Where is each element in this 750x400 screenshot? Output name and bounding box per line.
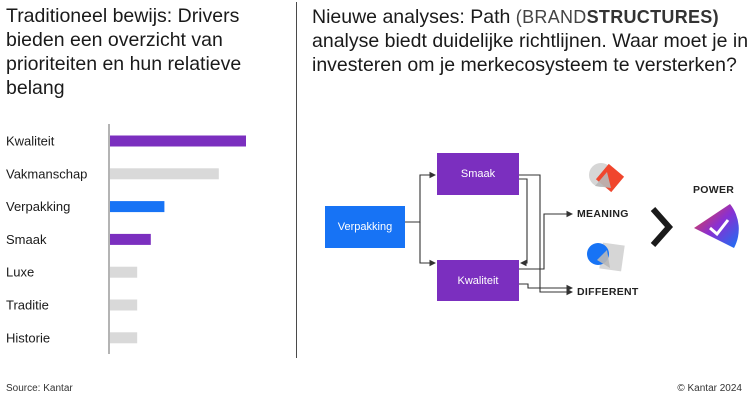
bar-label: Vakmanschap xyxy=(6,166,87,181)
different-shape-icon xyxy=(587,242,625,272)
node-kwaliteit: Kwaliteit xyxy=(437,260,519,301)
connector-smaak-kwaliteit xyxy=(519,178,528,267)
panel-divider xyxy=(296,2,297,358)
bar xyxy=(110,233,151,245)
power-label: POWER xyxy=(693,184,735,196)
bar-label: Traditie xyxy=(6,298,49,313)
chevron-right-icon xyxy=(650,207,674,247)
bar-label: Verpakking xyxy=(6,199,70,214)
path-connectors xyxy=(405,171,574,296)
bar xyxy=(110,201,165,213)
footer-source: Source: Kantar xyxy=(6,383,73,394)
node-kwaliteit-label: Kwaliteit xyxy=(457,274,499,287)
brandstructures-logo: (BRANDSTRUCTURES) xyxy=(516,7,719,27)
power-wedge-icon xyxy=(694,204,739,248)
bar xyxy=(110,266,138,278)
bar xyxy=(110,299,138,311)
bar xyxy=(110,135,246,147)
brand-light-text: (BRAND xyxy=(515,7,587,27)
bar-label: Smaak xyxy=(6,232,47,247)
bar-label: Luxe xyxy=(6,265,34,280)
driver-bar-chart: KwaliteitVakmanschapVerpakkingSmaakLuxeT… xyxy=(6,124,246,354)
bar-label: Historie xyxy=(6,330,50,345)
right-title-rest: analyse biedt duidelijke richtlijnen. Wa… xyxy=(312,30,749,76)
brand-bold-text: STRUCTURES) xyxy=(586,7,719,27)
node-verpakking: Verpakking xyxy=(325,206,405,248)
path-diagram: Verpakking Smaak Kwaliteit MEANING DIFFE… xyxy=(300,120,750,320)
left-panel-title: Traditioneel bewijs: Drivers bieden een … xyxy=(6,5,242,99)
node-smaak: Smaak xyxy=(437,153,519,195)
connector-smaak-different xyxy=(519,174,574,296)
connector-verpakking-kwaliteit xyxy=(419,222,437,267)
right-panel-title: Nieuwe analyses: Path (BRANDSTRUCTURES) … xyxy=(312,5,750,77)
bar xyxy=(110,168,219,180)
footer-copyright: © Kantar 2024 xyxy=(677,383,742,394)
right-title-prefix: Nieuwe analyses: Path xyxy=(312,6,511,28)
meaning-shape-icon xyxy=(589,163,625,193)
connector-kwaliteit-meaning xyxy=(519,210,574,270)
different-label: DIFFERENT xyxy=(577,286,639,298)
node-verpakking-label: Verpakking xyxy=(337,221,393,233)
meaning-label: MEANING xyxy=(577,208,629,220)
node-smaak-label: Smaak xyxy=(460,168,496,180)
connector-kwaliteit-different xyxy=(519,283,574,292)
connector-verpakking-smaak xyxy=(405,171,437,223)
bar xyxy=(110,332,138,344)
bar-label: Kwaliteit xyxy=(6,134,55,149)
